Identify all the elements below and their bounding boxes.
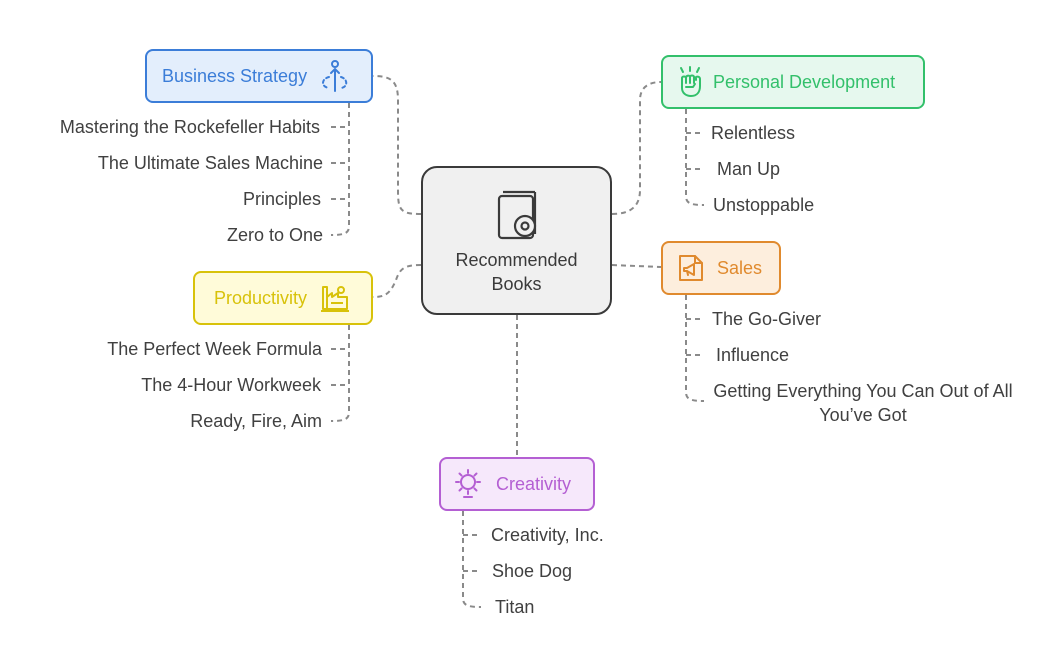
leaf-business-strategy-2: The Ultimate Sales Machine <box>97 153 323 173</box>
center-label: Recommended Books <box>455 250 578 294</box>
leaf-productivity-1: The Perfect Week Formula <box>107 339 322 359</box>
leaf-productivity-2: The 4-Hour Workweek <box>141 375 321 395</box>
branch-sales[interactable]: Sales <box>661 241 781 295</box>
leaf-personal-development-2: Man Up <box>717 159 781 179</box>
strategy-path-icon <box>322 60 348 92</box>
branch-business-strategy[interactable]: Business Strategy <box>145 49 373 103</box>
raised-fist-icon <box>680 66 701 97</box>
leaf-sales-3: Getting Everything You Can Out of All Yo… <box>713 381 1013 425</box>
leaf-business-strategy-1: Mastering the Rockefeller Habits <box>59 117 320 137</box>
leaf-productivity-3: Ready, Fire, Aim <box>190 411 322 431</box>
leaf-personal-development-1: Relentless <box>711 123 796 143</box>
leaf-creativity-2: Shoe Dog <box>492 561 573 581</box>
leaf-personal-development-3: Unstoppable <box>713 195 815 215</box>
leaf-business-strategy-4: Zero to One <box>226 225 323 245</box>
branch-label: Creativity <box>496 473 572 494</box>
branch-productivity[interactable]: Productivity <box>193 271 373 325</box>
leaf-sales-2: Influence <box>716 345 790 365</box>
branch-personal-development[interactable]: Personal Development <box>661 55 925 109</box>
branch-label: Business Strategy <box>162 65 308 86</box>
leaf-creativity-3: Titan <box>495 597 535 617</box>
branch-label: Productivity <box>214 287 308 308</box>
leaf-sales-1: The Go-Giver <box>712 309 822 329</box>
megaphone-icon <box>679 255 703 281</box>
center-node[interactable]: Recommended Books <box>421 166 612 315</box>
branch-label: Personal Development <box>713 71 896 92</box>
factory-icon <box>321 286 350 312</box>
lightbulb-gear-icon <box>455 469 481 498</box>
branch-label: Sales <box>717 257 763 278</box>
leaf-business-strategy-3: Principles <box>242 189 321 209</box>
book-disc-icon <box>497 190 536 240</box>
leaf-creativity-1: Creativity, Inc. <box>491 525 604 545</box>
branch-creativity[interactable]: Creativity <box>439 457 595 511</box>
